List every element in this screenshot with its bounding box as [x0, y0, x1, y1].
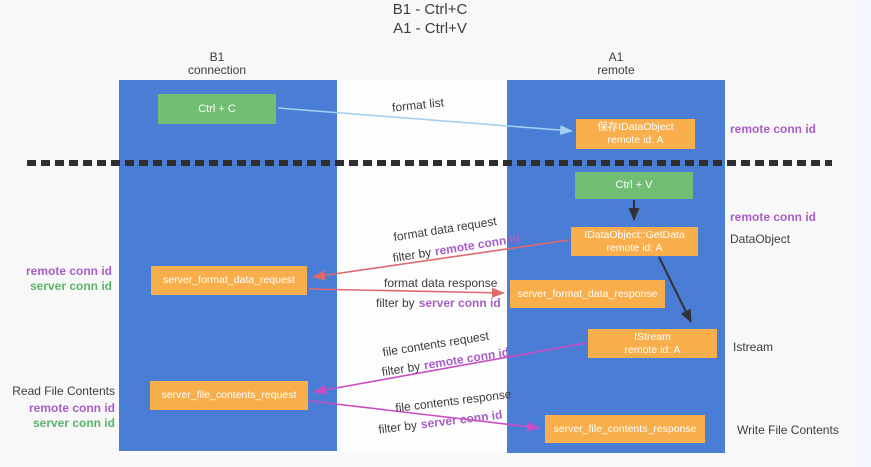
title-line-1: B1 - Ctrl+C [392, 1, 468, 18]
format-data-response-label: format data response [384, 276, 498, 290]
read-file-contents-label: Read File Contents [12, 384, 115, 398]
istream-line2: remote id: A [624, 343, 681, 356]
istream-line1: IStream [634, 330, 671, 343]
server-file-contents-request-node: server_file_contents_request [150, 381, 308, 410]
left-column-role: connection [187, 63, 247, 77]
right-remote-conn-id-top-label: remote conn id [730, 122, 817, 136]
server-format-data-request-node: server_format_data_request [151, 266, 307, 295]
istream-side-label: Istream [733, 340, 774, 354]
left-conn-id-block: remote conn id server conn id [17, 264, 112, 294]
right-column-name: A1 [608, 50, 624, 64]
right-column-header: A1 remote [507, 51, 725, 77]
dataobject-label: DataObject [730, 232, 791, 246]
title-line-2: A1 - Ctrl+V [393, 20, 467, 37]
server-file-contents-response-label: server_file_contents_response [553, 422, 697, 435]
server-format-data-response-label: server_format_data_response [517, 287, 658, 300]
diagram-title: B1 - Ctrl+C A1 - Ctrl+V [0, 0, 860, 38]
left-server-conn-id-top-label: server conn id [29, 279, 112, 293]
write-file-contents-label: Write File Contents [737, 423, 839, 437]
server-file-contents-response-node: server_file_contents_response [545, 415, 705, 443]
right-column-role: remote [597, 63, 635, 77]
server-format-data-response-node: server_format_data_response [510, 280, 665, 308]
right-remote-conn-id-mid-label: remote conn id [730, 210, 817, 224]
getdata-node: IDataObject::GetData remote id: A [571, 227, 698, 256]
left-column-name: B1 [209, 50, 225, 64]
ctrl-c-node: Ctrl + C [158, 94, 276, 124]
read-file-contents-block: Read File Contents remote conn id server… [8, 384, 115, 431]
left-server-conn-id-bottom-label: server conn id [32, 416, 115, 430]
istream-node: IStream remote id: A [588, 329, 717, 358]
ctrl-v-label: Ctrl + V [615, 179, 653, 191]
ctrl-v-node: Ctrl + V [575, 172, 693, 199]
left-column-header: B1 connection [108, 51, 326, 77]
save-idataobject-line2: remote id: A [607, 134, 664, 146]
save-idataobject-line1: 保存IDataObject [597, 121, 674, 133]
filter-by-text-2: filter by [376, 296, 415, 310]
server-file-contents-request-label: server_file_contents_request [161, 389, 297, 401]
getdata-line2: remote id: A [606, 241, 663, 254]
left-remote-conn-id-top-label: remote conn id [25, 264, 112, 278]
server-format-data-request-label: server_format_data_request [163, 274, 295, 286]
getdata-line1: IDataObject::GetData [584, 228, 685, 241]
right-edge-strip [858, 0, 871, 467]
ctrl-c-label: Ctrl + C [198, 102, 236, 115]
save-idataobject-node: 保存IDataObject remote id: A [576, 119, 695, 149]
left-remote-conn-id-bottom-label: remote conn id [28, 401, 115, 415]
server-conn-id-text-1: server conn id [418, 296, 501, 310]
